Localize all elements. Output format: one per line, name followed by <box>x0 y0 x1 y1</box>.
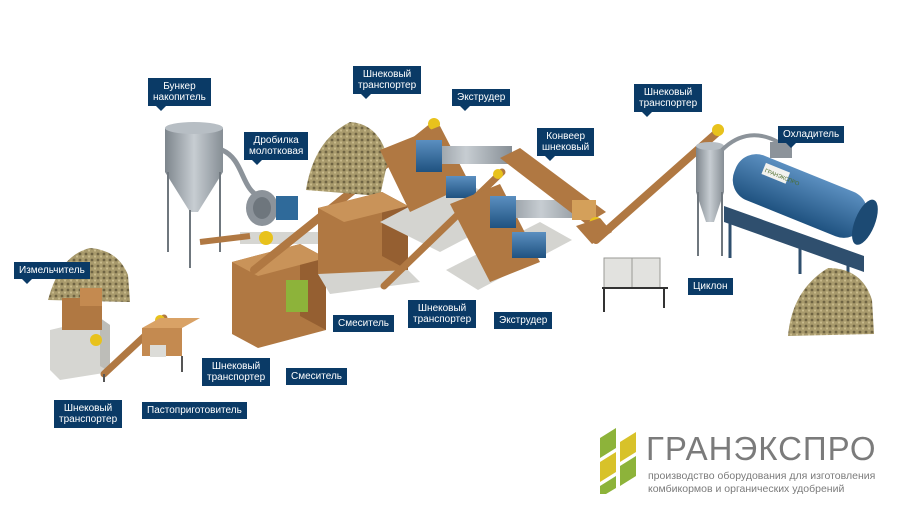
label-screw-conveyor-5-line2: транспортер <box>639 98 698 109</box>
label-screw-conveyor-1-line1: Шнековый <box>63 403 113 414</box>
label-hammer-mill-line1: Дробилка <box>253 135 299 146</box>
label-mixer-1-text: Смеситель <box>291 371 342 382</box>
screw-conveyor-3 <box>380 168 506 290</box>
hammer-mill <box>199 190 320 245</box>
label-extruder-1-text: Экструдер <box>457 92 506 103</box>
label-screw-conveyor-2-line2: транспортер <box>358 80 417 91</box>
granule-pile-right <box>788 268 874 336</box>
label-screw-conveyor-4-line2: транспортер <box>413 314 472 325</box>
label-extruder-1: Экструдер <box>452 89 511 111</box>
cooler: ГРАНЭКСПРО <box>724 142 878 284</box>
storage-hopper <box>165 122 264 268</box>
label-screw-conveyor-3-line2: транспортер <box>207 372 266 383</box>
label-cooler: Охладитель <box>778 126 845 148</box>
label-mixer-1: Смеситель <box>286 368 347 385</box>
label-paste-preparer-text: Пастоприготовитель <box>147 405 242 416</box>
brand-tagline-line1: производство оборудования для изготовлен… <box>648 470 876 482</box>
brand-logo <box>600 428 636 494</box>
label-extruder-2: Экструдер <box>494 312 553 329</box>
mixer-1 <box>232 244 326 348</box>
label-screw-feeder-line1: Конвеер <box>546 131 586 142</box>
label-screw-conveyor-4-line1: Шнековый <box>417 303 467 314</box>
grinder <box>50 288 110 380</box>
label-screw-conveyor-1-line2: транспортер <box>59 414 118 425</box>
label-screw-conveyor-2: Шнековый транспортер <box>353 66 422 99</box>
label-grinder-text: Измельчитель <box>19 265 85 276</box>
label-extruder-2-text: Экструдер <box>499 315 548 326</box>
brand-name: ГРАНЭКСПРО <box>646 430 877 467</box>
label-mixer-2: Смеситель <box>333 315 394 332</box>
label-screw-conveyor-5-line1: Шнековый <box>643 87 693 98</box>
mixer-2 <box>318 192 420 294</box>
label-cyclone-text: Циклон <box>693 281 728 292</box>
paste-preparer <box>142 318 200 372</box>
control-cabinet <box>602 257 668 312</box>
label-screw-conveyor-3-line1: Шнековый <box>211 361 261 372</box>
raw-material-pile-middle <box>306 122 388 196</box>
cyclone <box>696 133 779 256</box>
label-screw-conveyor-4: Шнековый транспортер <box>408 300 477 328</box>
label-mixer-2-text: Смеситель <box>338 318 389 329</box>
label-grinder: Измельчитель <box>14 262 90 284</box>
label-cyclone: Циклон <box>688 278 733 295</box>
label-screw-conveyor-1: Шнековый транспортер <box>54 400 123 428</box>
screw-feeder <box>500 148 612 244</box>
label-screw-conveyor-2-line1: Шнековый <box>362 69 412 80</box>
label-storage-hopper-line1: Бункер <box>163 81 196 92</box>
label-paste-preparer: Пастоприготовитель <box>142 402 247 419</box>
label-screw-feeder: Конвеер шнековый <box>537 128 595 161</box>
label-storage-hopper-line2: накопитель <box>153 92 206 103</box>
label-hammer-mill-line2: молотковая <box>249 146 304 157</box>
label-storage-hopper: Бункер накопитель <box>148 78 211 111</box>
label-hammer-mill: Дробилка молотковая <box>244 132 309 165</box>
brand-tagline-line2: комбикормов и органических удобрений <box>648 483 845 495</box>
label-screw-conveyor-3: Шнековый транспортер <box>202 358 271 386</box>
label-cooler-text: Охладитель <box>783 129 840 140</box>
label-screw-feeder-line2: шнековый <box>542 142 590 153</box>
label-screw-conveyor-5: Шнековый транспортер <box>634 84 703 117</box>
